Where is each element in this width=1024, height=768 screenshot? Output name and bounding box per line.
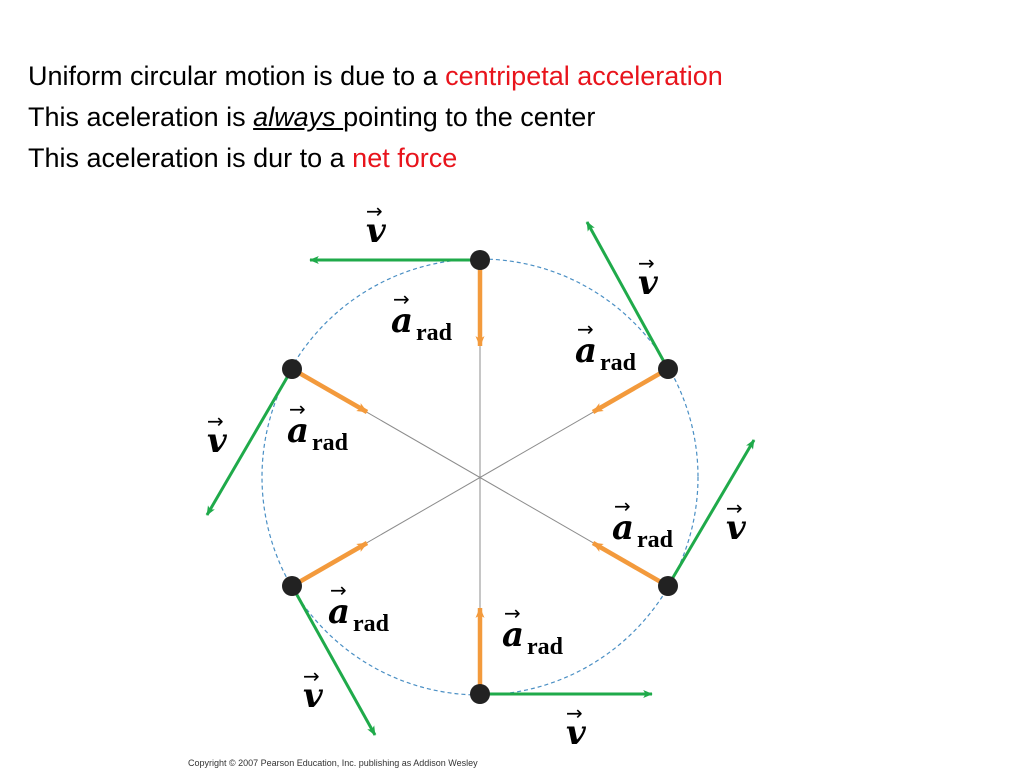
text-line-1: Uniform circular motion is due to a cent… xyxy=(28,56,723,97)
svg-text:a: a xyxy=(575,331,597,371)
acceleration-label-lower-right: → a rad xyxy=(612,494,674,553)
acceleration-arrow-lower-left xyxy=(292,541,369,587)
svg-text:v: v xyxy=(566,713,587,753)
velocity-label-upper-right: → v xyxy=(638,251,659,303)
velocity-label-upper-left: → v xyxy=(207,409,228,461)
velocity-label-lower-right: → v xyxy=(726,496,747,548)
velocity-arrow-upper-left xyxy=(205,368,294,516)
velocity-label-bottom: → v xyxy=(566,701,587,753)
svg-text:→: → xyxy=(303,664,320,688)
acceleration-arrow-upper-right xyxy=(591,368,668,414)
velocity-arrow-lower-left xyxy=(290,585,377,736)
svg-text:→: → xyxy=(393,287,410,311)
acceleration-label-top: → a rad xyxy=(391,287,453,346)
acceleration-arrow-upper-left xyxy=(292,368,369,414)
text-line-2: This aceleration is always pointing to t… xyxy=(28,97,723,138)
svg-text:rad: rad xyxy=(312,430,349,456)
net-force-highlight: net force xyxy=(352,143,458,173)
velocity-label-top: → v xyxy=(366,199,387,251)
svg-text:→: → xyxy=(504,601,521,625)
acceleration-arrow-lower-right xyxy=(591,541,668,587)
svg-text:a: a xyxy=(612,508,634,548)
particle-point-upper-right xyxy=(658,359,678,379)
velocity-label-lower-left: → v xyxy=(303,664,324,716)
slide-text: Uniform circular motion is due to a cent… xyxy=(28,56,723,179)
svg-text:rad: rad xyxy=(353,611,390,637)
line1-prefix: Uniform circular motion is due to a xyxy=(28,61,446,91)
svg-text:a: a xyxy=(502,615,524,655)
acceleration-label-upper-left: → a rad xyxy=(287,397,349,456)
svg-text:v: v xyxy=(207,421,228,461)
svg-text:rad: rad xyxy=(527,634,564,660)
circular-path xyxy=(261,258,699,696)
acceleration-label-lower-left: → a rad xyxy=(328,578,390,637)
svg-text:v: v xyxy=(303,676,324,716)
svg-text:→: → xyxy=(330,578,347,602)
particle-point-bottom xyxy=(470,684,490,704)
svg-text:rad: rad xyxy=(416,320,453,346)
svg-text:rad: rad xyxy=(637,527,674,553)
line2-prefix: This aceleration is xyxy=(28,102,254,132)
svg-text:a: a xyxy=(391,301,413,341)
acceleration-label-upper-right: → a rad xyxy=(575,317,637,376)
svg-text:v: v xyxy=(366,211,387,251)
svg-text:v: v xyxy=(638,263,659,303)
velocity-arrow-lower-right xyxy=(666,439,756,587)
always-emphasis: always xyxy=(253,102,344,132)
velocity-arrow-upper-right xyxy=(585,221,670,370)
svg-text:→: → xyxy=(366,199,383,223)
svg-text:→: → xyxy=(726,496,743,520)
line3-prefix: This aceleration is dur to a xyxy=(28,143,353,173)
centripetal-acceleration-highlight: centripetal acceleration xyxy=(445,61,723,91)
svg-text:→: → xyxy=(638,251,655,275)
svg-text:rad: rad xyxy=(600,350,637,376)
particle-point-upper-left xyxy=(282,359,302,379)
text-line-3: This aceleration is dur to a net force xyxy=(28,138,723,179)
svg-text:a: a xyxy=(287,411,309,451)
copyright-notice: Copyright © 2007 Pearson Education, Inc.… xyxy=(188,758,478,768)
svg-text:→: → xyxy=(566,701,583,725)
svg-text:→: → xyxy=(614,494,631,518)
svg-text:a: a xyxy=(328,592,350,632)
line2-suffix: pointing to the center xyxy=(343,102,596,132)
svg-text:→: → xyxy=(577,317,594,341)
acceleration-label-bottom: → a rad xyxy=(502,601,564,660)
particle-point-lower-right xyxy=(658,576,678,596)
particle-point-lower-left xyxy=(282,576,302,596)
svg-text:→: → xyxy=(289,397,306,421)
svg-text:v: v xyxy=(726,508,747,548)
svg-text:→: → xyxy=(207,409,224,433)
particle-point-top xyxy=(470,250,490,270)
